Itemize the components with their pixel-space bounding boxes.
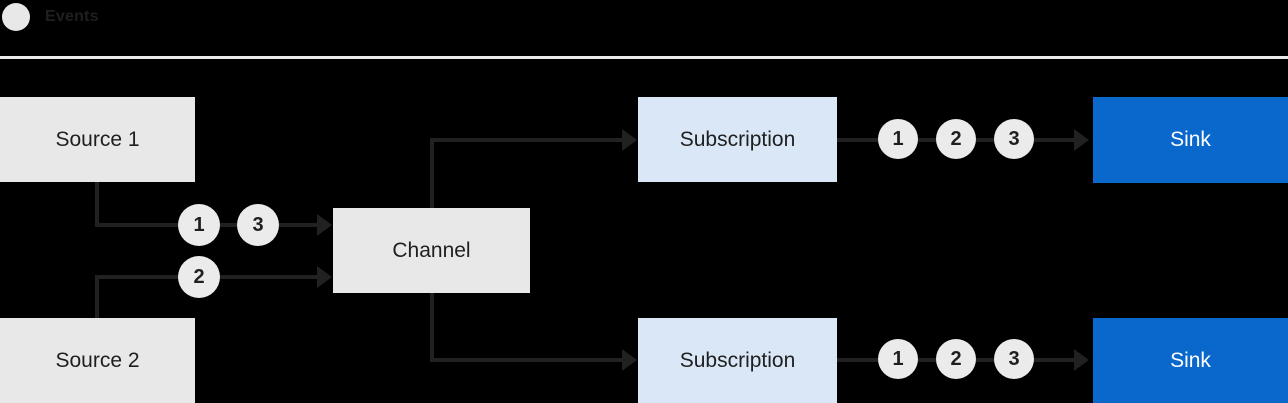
event-circle-2: 2	[936, 119, 976, 159]
divider-line	[0, 56, 1288, 59]
source-1-label: Source 1	[55, 127, 140, 151]
subscription-2-label: Subscription	[679, 348, 796, 372]
source-2-node: Source 2	[0, 318, 195, 403]
event-circle-2: 2	[936, 339, 976, 379]
connector-channel-down	[430, 292, 434, 362]
subscription-1-node: Subscription	[638, 97, 837, 182]
event-circle-1: 1	[178, 204, 220, 246]
event-circle-3: 3	[994, 339, 1034, 379]
source-1-node: Source 1	[0, 97, 195, 182]
arrowhead-into-sink1	[1074, 129, 1089, 151]
channel-label: Channel	[392, 238, 471, 262]
legend-label: Events	[45, 8, 99, 25]
subscription-2-node: Subscription	[638, 318, 837, 403]
subscription-1-label: Subscription	[679, 127, 796, 151]
arrowhead-into-sink2	[1074, 349, 1089, 371]
event-circle-icon	[2, 3, 30, 31]
event-circle-1: 1	[878, 339, 918, 379]
channel-node: Channel	[333, 208, 530, 293]
sink-2-label: Sink	[1170, 348, 1211, 372]
event-circle-3: 3	[994, 119, 1034, 159]
arrowhead-into-subscription1	[622, 129, 637, 151]
arrowhead-into-channel-top	[317, 214, 332, 236]
connector-channel-up	[430, 140, 434, 210]
sink-1-node: Sink	[1093, 97, 1288, 183]
connector-channel-to-subscription2	[430, 358, 622, 362]
arrowhead-into-channel-bottom	[317, 266, 332, 288]
event-circle-3: 3	[237, 204, 279, 246]
event-circle-1: 1	[878, 119, 918, 159]
sink-2-node: Sink	[1093, 318, 1288, 403]
arrowhead-into-subscription2	[622, 349, 637, 371]
event-circle-2: 2	[178, 256, 220, 298]
connector-source2-up	[95, 277, 99, 320]
sink-1-label: Sink	[1170, 128, 1211, 151]
connector-source1-down	[95, 181, 99, 227]
connector-channel-to-subscription1	[430, 138, 622, 142]
source-2-label: Source 2	[55, 348, 140, 372]
